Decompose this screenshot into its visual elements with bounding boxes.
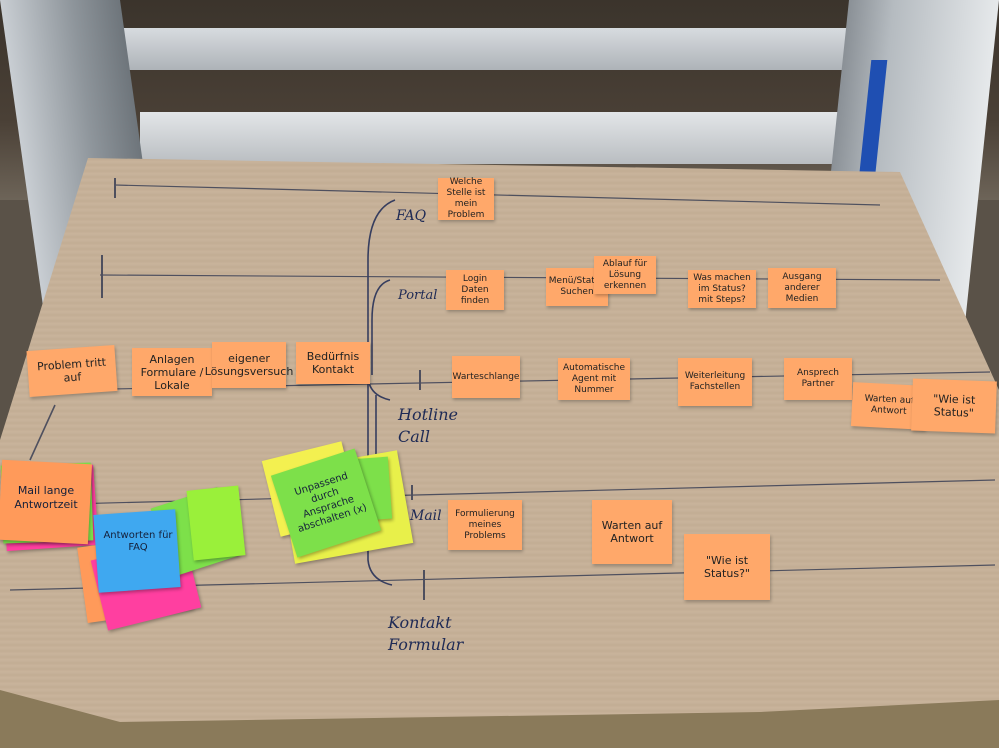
lane-label-kontakt: Kontakt Formular	[388, 613, 464, 654]
sticky-note-hotline-6: "Wie ist Status"	[911, 378, 997, 434]
lane-line-faq	[114, 184, 881, 206]
sticky-note-hotline-4: Ansprech Partner	[784, 358, 852, 400]
sticky-note-mail-2: Warten auf Antwort	[592, 500, 672, 564]
shelf-middle	[140, 112, 850, 164]
lane-label-faq: FAQ	[396, 208, 427, 224]
sticky-note-hotline-1: Warteschlange	[452, 356, 520, 398]
stack-orange-text: Mail lange Antwortzeit	[14, 484, 78, 511]
sticky-note-portal-4: Was machen im Status? mit Steps?	[688, 270, 756, 308]
sticky-note-row-1: Problem tritt auf	[26, 344, 118, 398]
sticky-note-row-3: eigener Lösungsversuch	[205, 342, 293, 388]
sticky-note-portal-3: Ablauf für Lösung erkennen	[594, 256, 656, 294]
sticky-note-row-4: Bedürfnis Kontakt	[296, 342, 370, 384]
sticky-note-portal-5: Ausgang anderer Medien	[768, 268, 836, 308]
sticky-note-faq-1: Welche Stelle ist mein Problem	[438, 177, 494, 220]
lane-label-mail: Mail	[410, 508, 442, 524]
sticky-note-hotline-2: Automatische Agent mit Nummer	[558, 358, 630, 400]
lane-label-hotline: Hotline Call	[398, 405, 459, 446]
sticky-note-portal-1: Login Daten finden	[446, 270, 504, 310]
lane-label-portal: Portal	[398, 288, 438, 303]
sticky-note-mail-1: Formulierung meines Problems	[448, 500, 522, 550]
shelf-top	[70, 28, 910, 70]
sticky-note-hotline-3: Weiterleitung Fachstellen	[678, 358, 752, 406]
sticky-note-mail-3: "Wie ist Status?"	[684, 534, 770, 600]
stack-blue-text: Antworten für FAQ	[103, 530, 173, 553]
sticky-note-row-2: Anlagen Formulare / Lokale	[132, 348, 212, 396]
